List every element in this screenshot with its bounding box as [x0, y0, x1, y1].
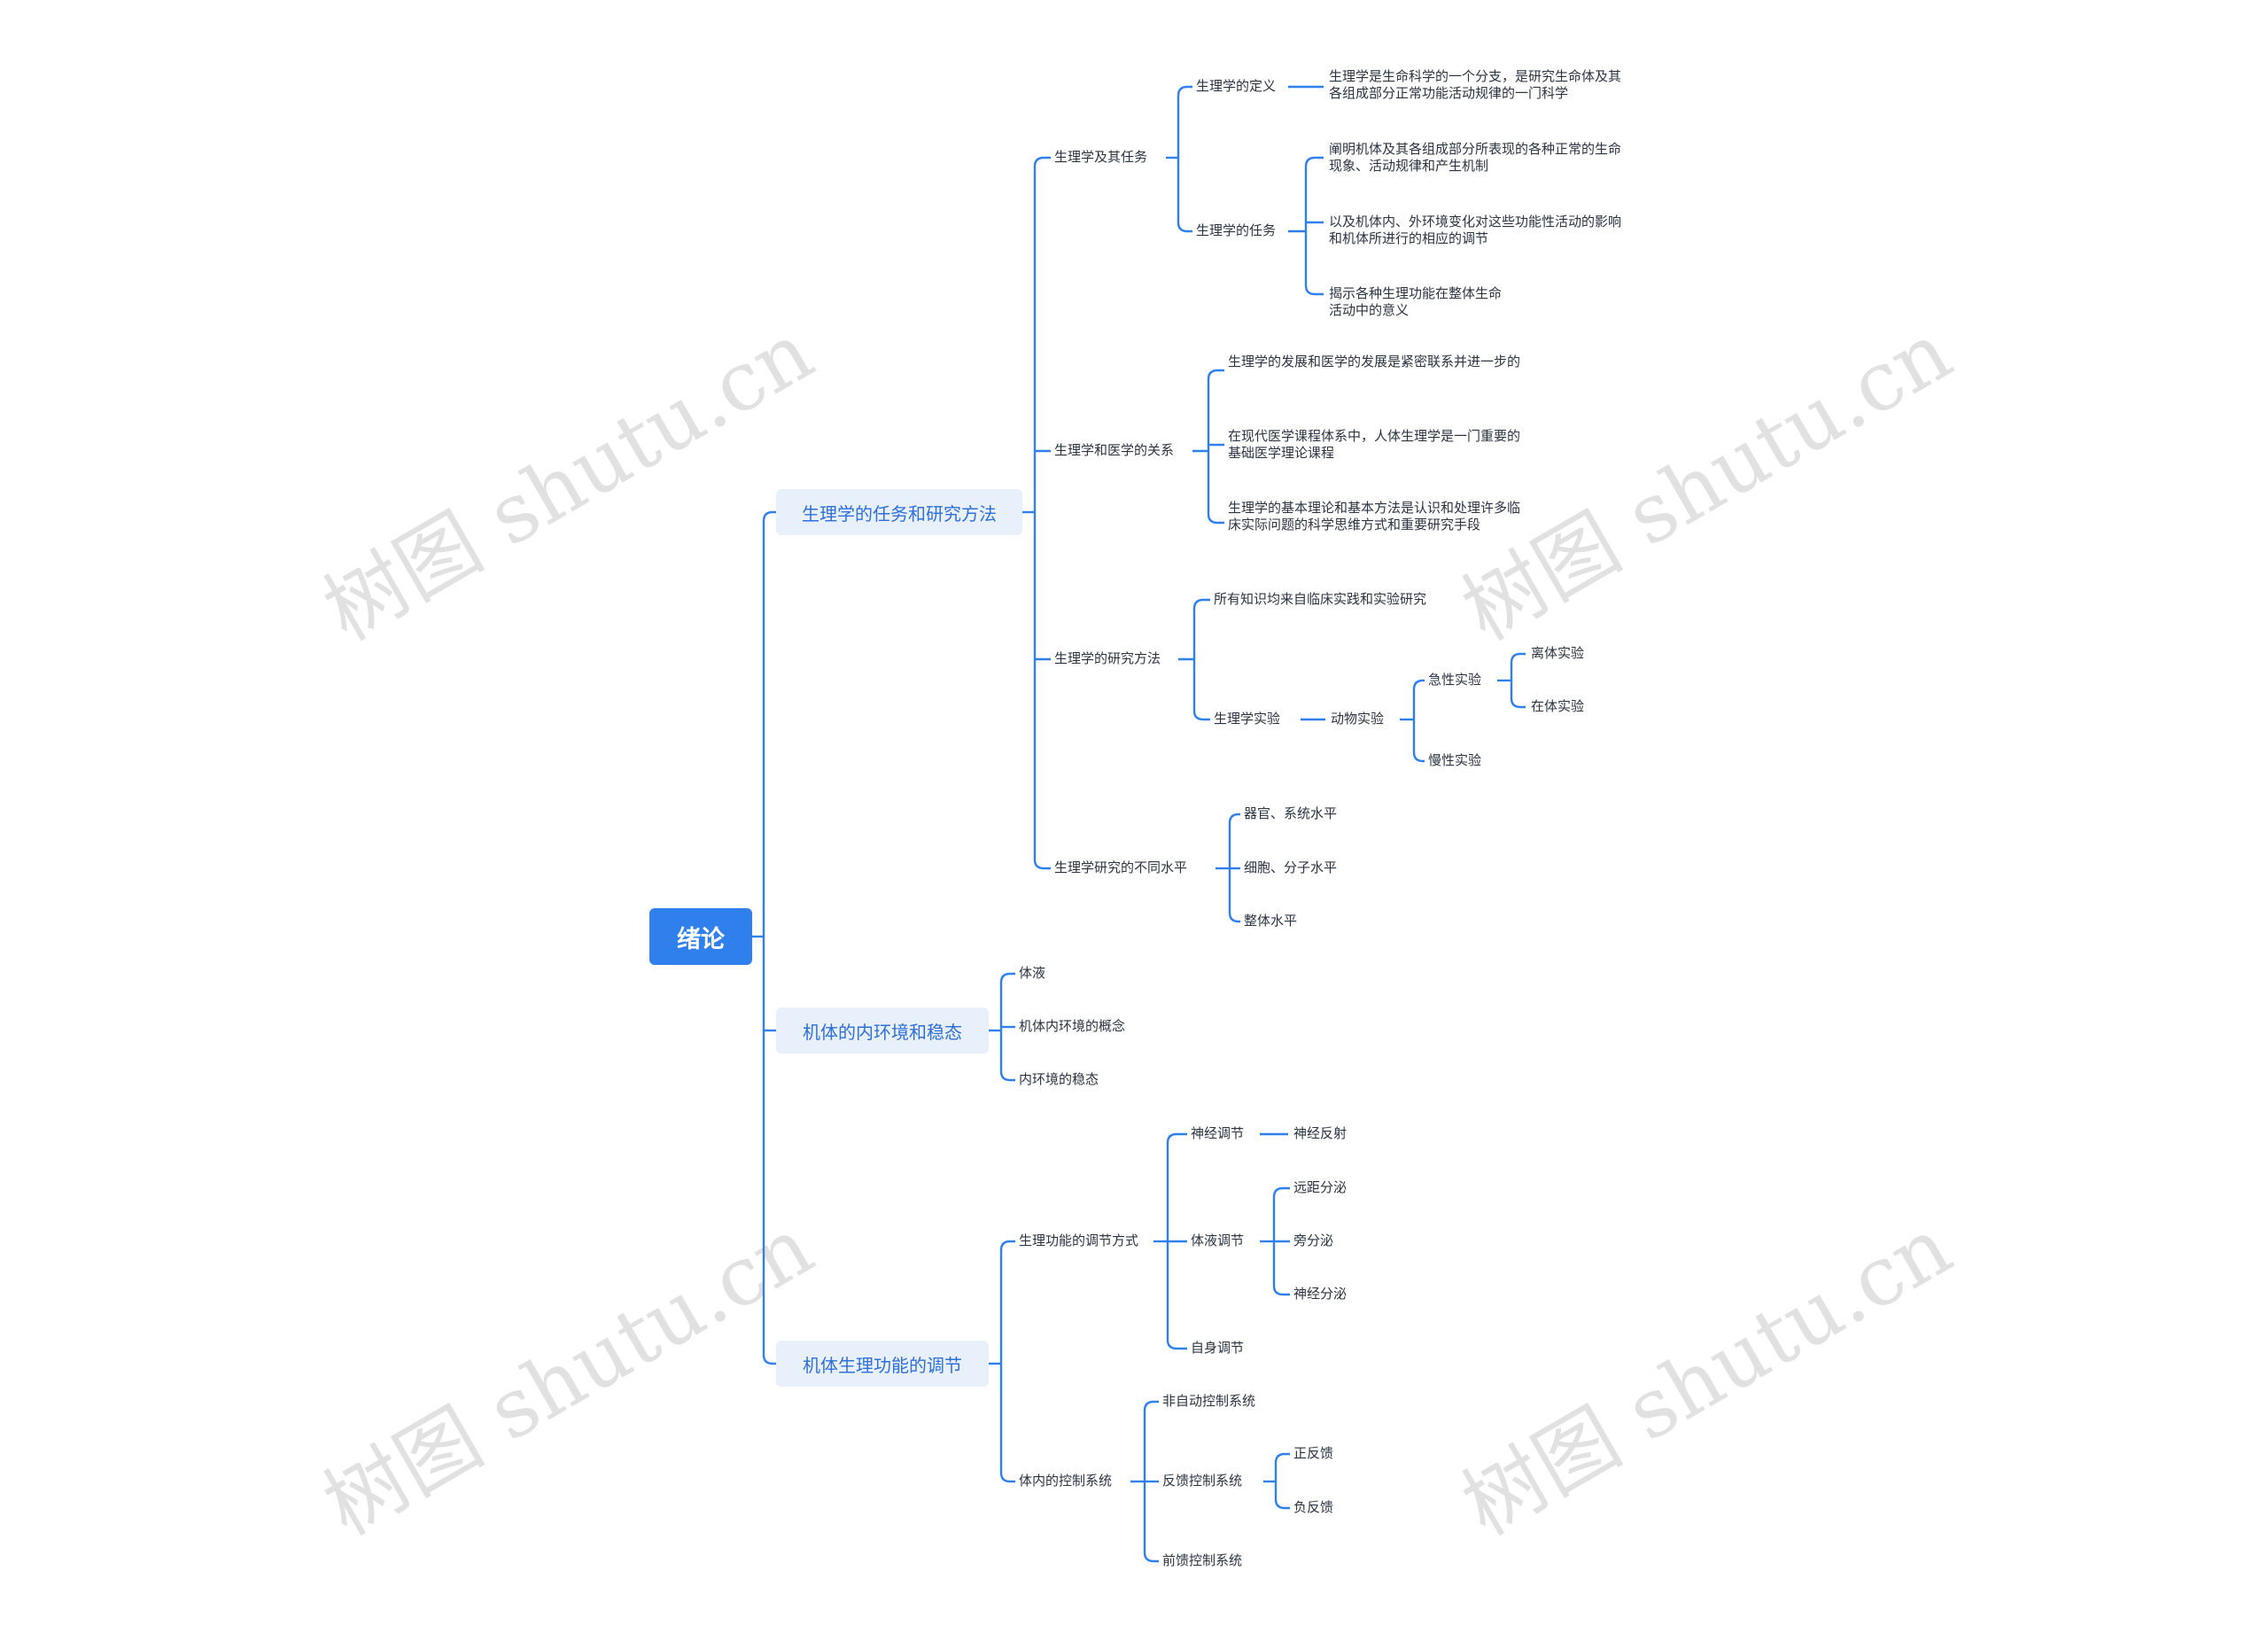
node-homeostasis[interactable]: 内环境的稳态 [1019, 1071, 1099, 1087]
node-neural[interactable]: 神经调节 [1191, 1125, 1245, 1141]
node-feedback[interactable]: 反馈控制系统 [1162, 1473, 1243, 1489]
connector [1033, 512, 1051, 870]
connector [1412, 719, 1425, 763]
node-acute[interactable]: 急性实验 [1428, 672, 1482, 688]
connector [1510, 652, 1526, 680]
connector [1272, 1186, 1290, 1241]
node-in-vitro[interactable]: 离体实验 [1531, 645, 1585, 661]
node-body-fluid[interactable]: 体液 [1019, 965, 1046, 981]
connector [1143, 1481, 1159, 1563]
branch-tasks-methods[interactable]: 生理学的任务和研究方法 [776, 489, 1022, 535]
node-positive-fb[interactable]: 正反馈 [1293, 1445, 1334, 1461]
connector [999, 972, 1015, 1030]
node-control[interactable]: 体内的控制系统 [1019, 1473, 1113, 1489]
node-level-2[interactable]: 细胞、分子水平 [1244, 859, 1338, 875]
connector [999, 1240, 1015, 1364]
node-relation[interactable]: 生理学和医学的关系 [1054, 442, 1175, 458]
connector [1228, 868, 1240, 923]
node-relation-1[interactable]: 生理学的发展和医学的发展是紧密联系并进一步的 [1228, 354, 1521, 369]
root-node[interactable]: 绪论 [649, 908, 752, 965]
connector [999, 1364, 1015, 1483]
connector [762, 510, 776, 937]
node-level-3[interactable]: 整体水平 [1244, 913, 1298, 929]
node-humoral-3[interactable]: 神经分泌 [1293, 1286, 1348, 1302]
node-physiology-tasks[interactable]: 生理学及其任务 [1054, 149, 1148, 165]
node-animal[interactable]: 动物实验 [1331, 711, 1385, 727]
connector [999, 1030, 1015, 1082]
node-definition-text[interactable]: 生理学是生命科学的一个分支，是研究生命体及其各组成部分正常功能活动规律的一门科学 [1329, 68, 1622, 101]
connector [1274, 1481, 1290, 1510]
node-task-3[interactable]: 揭示各种生理功能在整体生命活动中的意义 [1329, 285, 1503, 318]
node-humoral-1[interactable]: 远距分泌 [1293, 1179, 1348, 1195]
node-tasks[interactable]: 生理学的任务 [1196, 222, 1277, 238]
connector [1177, 85, 1192, 158]
connector [1304, 156, 1324, 231]
node-methods[interactable]: 生理学的研究方法 [1054, 650, 1161, 666]
node-reflex[interactable]: 神经反射 [1293, 1125, 1348, 1141]
connector [1510, 680, 1526, 709]
node-internal-concept[interactable]: 机体内环境的概念 [1019, 1018, 1126, 1034]
node-humoral[interactable]: 体液调节 [1191, 1233, 1245, 1248]
connector [762, 937, 776, 1365]
connector [1207, 369, 1224, 451]
node-negative-fb[interactable]: 负反馈 [1293, 1499, 1334, 1515]
connector [1304, 231, 1324, 296]
connector [1228, 813, 1240, 868]
node-chronic[interactable]: 慢性实验 [1428, 752, 1482, 768]
node-humoral-2[interactable]: 旁分泌 [1293, 1233, 1334, 1248]
node-methods-note[interactable]: 所有知识均来自临床实践和实验研究 [1214, 591, 1427, 607]
connector [1207, 451, 1224, 525]
node-task-1[interactable]: 阐明机体及其各组成部分所表现的各种正常的生命现象、活动规律和产生机制 [1329, 141, 1622, 174]
node-definition[interactable]: 生理学的定义 [1196, 78, 1277, 94]
connector [1166, 1241, 1187, 1350]
node-feedforward[interactable]: 前馈控制系统 [1162, 1552, 1243, 1568]
connector [1033, 156, 1051, 512]
connector [1412, 679, 1425, 719]
connector [1166, 1132, 1187, 1241]
connector [1192, 598, 1210, 659]
connector [1177, 158, 1192, 233]
connector [1272, 1241, 1290, 1296]
branch-internal-environment[interactable]: 机体的内环境和稳态 [776, 1007, 989, 1054]
node-auto[interactable]: 自身调节 [1191, 1340, 1245, 1356]
connector [1192, 659, 1210, 721]
node-levels[interactable]: 生理学研究的不同水平 [1054, 859, 1188, 875]
node-regulation-modes[interactable]: 生理功能的调节方式 [1019, 1233, 1139, 1248]
node-experiment[interactable]: 生理学实验 [1214, 711, 1281, 727]
node-in-vivo[interactable]: 在体实验 [1531, 698, 1585, 714]
node-task-2[interactable]: 以及机体内、外环境变化对这些功能性活动的影响和机体所进行的相应的调节 [1329, 214, 1622, 246]
connector [1143, 1400, 1159, 1481]
connector [1274, 1452, 1290, 1481]
node-level-1[interactable]: 器官、系统水平 [1244, 805, 1338, 821]
node-relation-3[interactable]: 生理学的基本理论和基本方法是认识和处理许多临床实际问题的科学思维方式和重要研究手… [1228, 500, 1521, 533]
node-relation-2[interactable]: 在现代医学课程体系中，人体生理学是一门重要的基础医学理论课程 [1228, 428, 1521, 461]
branch-regulation[interactable]: 机体生理功能的调节 [776, 1341, 989, 1387]
node-nonauto[interactable]: 非自动控制系统 [1162, 1393, 1256, 1409]
